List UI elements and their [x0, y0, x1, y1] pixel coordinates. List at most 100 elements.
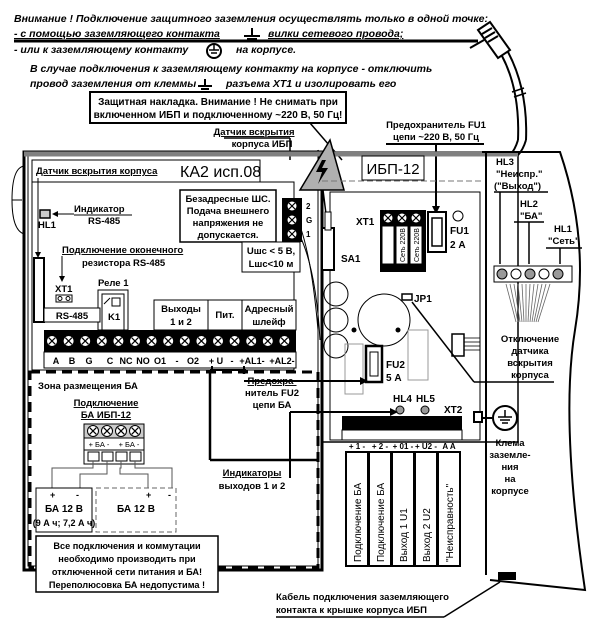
terminal-label: + U	[209, 356, 223, 366]
svg-text:заземле-: заземле-	[489, 450, 530, 461]
svg-text:Uшс < 5 В,: Uшс < 5 В,	[247, 246, 295, 257]
svg-text:Переполюсовка БА недопустима !: Переполюсовка БА недопустима !	[49, 580, 205, 590]
svg-text:XT1: XT1	[55, 284, 73, 295]
terminal-label: -	[176, 356, 179, 366]
svg-text:+ БА -: + БА -	[89, 440, 110, 449]
hl1-rs485-indicator: HL1 Индикатор RS-485	[38, 204, 132, 231]
svg-text:Lшс<10 м: Lшс<10 м	[249, 259, 294, 270]
svg-text:HL5: HL5	[416, 394, 435, 405]
svg-text:JP1: JP1	[414, 294, 432, 305]
svg-text:Сеть 220В: Сеть 220В	[400, 228, 407, 262]
svg-text:Индикатор: Индикатор	[74, 204, 125, 215]
svg-text:допускается.: допускается.	[197, 230, 258, 241]
svg-text:FU2: FU2	[386, 360, 405, 371]
terminal-label: +AL2-	[269, 356, 294, 366]
svg-text:выходов 1 и 2: выходов 1 и 2	[219, 481, 286, 492]
svg-text:+ БА -: + БА -	[119, 440, 140, 449]
svg-text:вскрытия: вскрытия	[507, 358, 553, 369]
svg-text:1 и 2: 1 и 2	[170, 317, 192, 328]
xt1-screw-icon	[382, 212, 394, 224]
svg-text:"Сеть": "Сеть"	[548, 236, 580, 247]
terminal-screw-icon	[145, 335, 158, 347]
terminal-screw-icon	[162, 335, 175, 347]
svg-text:датчика: датчика	[511, 346, 549, 357]
rs485-terminator: Подключение оконечного резистора RS-485 …	[55, 245, 183, 303]
high-voltage-warning-icon	[298, 138, 345, 191]
svg-text:Сеть 220В: Сеть 220В	[414, 228, 421, 262]
svg-text:на: на	[504, 474, 516, 485]
ka2-title: КА2 исп.08	[180, 164, 261, 181]
loop-terminal-screw-icon	[286, 228, 298, 240]
terminal-screw-icon	[46, 335, 58, 347]
warning-line-4: В случае подключения к заземляющему конт…	[30, 63, 432, 75]
svg-text:шлейф: шлейф	[252, 317, 285, 328]
svg-text:корпуса: корпуса	[511, 370, 549, 381]
warning-line-2b: вилки сетевого провода;	[268, 28, 403, 40]
battery-terminal-screw-icon	[87, 425, 99, 437]
warning-line-3a: - или к заземляющему контакту	[14, 44, 189, 56]
svg-text:5 А: 5 А	[386, 373, 402, 384]
svg-text:Выходы: Выходы	[161, 304, 201, 315]
terminal-label: O1	[154, 356, 166, 366]
ground-cable-label: Кабель подключения заземляющего контакта…	[276, 572, 516, 618]
terminal-screw-icon	[62, 335, 75, 347]
xt2-terminal-label: + 2 -	[372, 442, 389, 451]
svg-text:Кабель подключения заземляющег: Кабель подключения заземляющего	[276, 592, 449, 603]
case-tamper-label: Датчик вскрытия корпуса	[36, 166, 158, 177]
power-plug-icon	[469, 20, 528, 156]
terminal-label: A	[53, 356, 60, 366]
fu1-note: Предохранитель FU1 цепи ~220 В, 50 Гц	[386, 120, 487, 214]
svg-text:ния: ния	[501, 462, 518, 473]
grounding-warning: Внимание ! Подключение защитного заземле…	[14, 13, 488, 90]
warning-line-5a: провод заземления от клеммы	[30, 78, 196, 90]
svg-text:Подача внешнего: Подача внешнего	[187, 206, 270, 217]
cover-note-line-1: Защитная накладка. Внимание ! Не снимать…	[98, 97, 338, 108]
svg-text:+: +	[146, 490, 151, 500]
svg-text:необходимо производить при: необходимо производить при	[58, 554, 196, 564]
terminal-screw-icon	[95, 335, 108, 347]
terminal-label: C	[107, 356, 114, 366]
loop-terminal-number: 1	[306, 230, 311, 239]
warning-line-1: Внимание ! Подключение защитного заземле…	[14, 13, 488, 25]
svg-text:HL2: HL2	[520, 199, 538, 210]
svg-text:цепи БА: цепи БА	[253, 400, 292, 411]
svg-text:HL1: HL1	[554, 224, 573, 235]
svg-text:RS-485: RS-485	[88, 216, 121, 227]
svg-text:цепи ~220 В, 50 Гц: цепи ~220 В, 50 Гц	[393, 132, 479, 143]
xt2-terminal-label: + 01 -	[393, 442, 414, 451]
svg-text:БА ИБП-12: БА ИБП-12	[81, 410, 131, 421]
svg-text:+: +	[50, 490, 55, 500]
loop-terminal-number: G	[306, 216, 312, 225]
battery-terminal-screw-icon	[115, 425, 127, 437]
svg-text:Реле 1: Реле 1	[98, 278, 129, 289]
terminal-label: G	[85, 356, 92, 366]
terminal-screw-icon	[245, 335, 258, 347]
svg-text:Пит.: Пит.	[215, 310, 234, 321]
xt2-terminal-label: + U2 -	[415, 442, 437, 451]
svg-text:HL4: HL4	[393, 394, 412, 405]
xt2-column-box	[437, 451, 461, 567]
svg-text:корпусе: корпусе	[491, 486, 529, 497]
svg-text:нитель FU2: нитель FU2	[245, 388, 299, 399]
battery-terminal-screw-icon	[101, 425, 113, 437]
terminal-label: +AL1-	[239, 356, 264, 366]
cover-note-line-2: включенном ИБП и подключенному ~220 В, 5…	[94, 110, 343, 121]
terminal-screw-icon	[178, 335, 191, 347]
chassis-ground-icon	[206, 43, 222, 59]
warning-line-5b: разъема ХТ1 и изолировать его	[225, 78, 397, 90]
ka2-board: Датчик вскрытия корпуса КА2 исп.08	[31, 159, 295, 371]
terminal-screw-icon	[278, 335, 291, 347]
svg-text:2 А: 2 А	[450, 240, 466, 251]
terminal-screw-icon	[212, 335, 224, 347]
svg-text:"БА": "БА"	[520, 211, 542, 222]
svg-text:Адресный: Адресный	[245, 304, 294, 315]
svg-text:Все подключения и коммутации: Все подключения и коммутации	[53, 541, 201, 551]
tamper-disable-label: Отключение датчика вскрытия корпуса	[411, 301, 559, 383]
svg-text:Предохранитель FU1: Предохранитель FU1	[386, 120, 487, 131]
terminal-screw-icon	[112, 335, 125, 347]
battery-terminal-screw-icon	[129, 425, 141, 437]
svg-text:Индикаторы: Индикаторы	[223, 468, 282, 479]
non-addressable-loops: Безадресные ШС. Подача внешнего напряжен…	[179, 189, 321, 341]
